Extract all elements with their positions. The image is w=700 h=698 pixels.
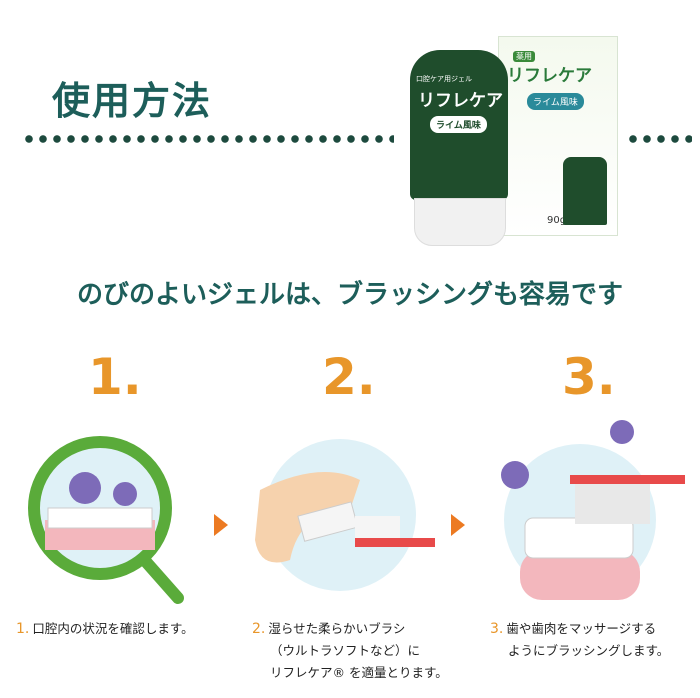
- dotted-divider-right: [626, 134, 692, 144]
- bottle-brand: リフレケア: [418, 91, 503, 111]
- box-weight: 90g: [547, 215, 567, 226]
- step-illustrations: [28, 420, 685, 604]
- product-box: 薬用 リフレケア ライム風味 90g: [498, 36, 618, 236]
- page-title: 使用方法: [52, 79, 213, 123]
- dotted-divider-left: [22, 134, 394, 144]
- product-bottle: 口腔ケア用ジェル リフレケア ライム風味: [410, 50, 508, 200]
- bottle-subtitle: 口腔ケア用ジェル: [416, 75, 472, 83]
- bottle-cap: [414, 198, 506, 246]
- box-badge: 薬用: [513, 51, 535, 62]
- section-heading: のびのよいジェルは、ブラッシングも容易です: [76, 280, 623, 310]
- box-bottle-illustration: [563, 157, 607, 225]
- step-3-number: 3.: [562, 348, 616, 406]
- step-1-number: 1.: [88, 348, 142, 406]
- step-1-caption: 1.口腔内の状況を確認します。: [16, 621, 194, 637]
- next-arrow-icon: [451, 514, 465, 536]
- box-flavor: ライム風味: [527, 93, 584, 110]
- next-arrow-icon: [214, 514, 228, 536]
- brush-with-gel-illustration: [255, 439, 435, 591]
- brushing-teeth-illustration: [501, 420, 685, 600]
- step-2-number: 2.: [322, 348, 376, 406]
- step-2-caption: 2.湿らせた柔らかいブラシ （ウルトラソフトなど）に リフレケア® を適量とりま…: [252, 621, 448, 680]
- step-3-caption: 3.歯や歯肉をマッサージする ようにブラッシングします。: [490, 621, 670, 658]
- bottle-flavor: ライム風味: [430, 116, 487, 133]
- magnifier-illustration: [28, 436, 184, 604]
- box-brand: リフレケア: [507, 66, 592, 86]
